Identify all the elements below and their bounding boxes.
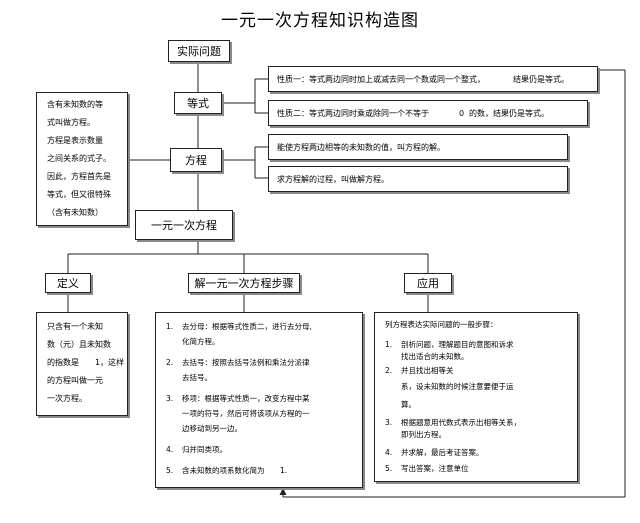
solving-definition-text: 求方程解的过程，叫做解方程。 [277,175,389,184]
equation-note-line: 式叫做方程。 [47,118,95,127]
step-1-line: 去分母：根据等式性质二，进行去分母, [182,322,312,331]
step-3-line: 一项的符号，然后可将该项从方程的一 [182,409,310,418]
definition-line: 一次方程。 [47,394,87,403]
definition-box: 只含有一个未知 数（元）且未知数 的指数是 1，这样 的方程叫做一元 一次方程。 [36,312,128,416]
equation-note-box: 含有未知数的等 式叫做方程。 方程是表示数量 之间关系的式子。 因此，方程首先是… [36,92,128,226]
application-item-5-number: 5. [385,464,393,473]
equation-note-line: （含有未知数） [47,208,103,217]
application-item-1-line: 剖析问题，理解题目的意图和诉求 [401,340,514,349]
property-2-box: 性质二：等式两边同时乘或除同一个不等于 0 的数，结果仍是等式。 [268,100,588,126]
application-item-2-number: 2. [385,366,393,375]
step-5-line: 含未知数的项系数化简为 [182,466,265,475]
solving-definition-box: 求方程解的过程，叫做解方程。 [268,166,568,192]
solving-steps-node: 解一元一次方程步骤 [188,273,300,293]
application-item-1-line: 找出适合的未知数。 [401,352,469,361]
definition-node: 定义 [45,273,91,293]
step-4-number: 4. [166,445,174,454]
application-item-5-line: 写出答案，注意单位 [401,464,469,473]
equality-node: 等式 [174,92,222,114]
application-header: 列方程表达实际问题的一般步骤： [385,320,498,329]
step-2-number: 2. [166,358,174,367]
step-3-line: 移项：根据等式性质一，改变方程中某 [182,394,310,403]
property-1-text: 性质一：等式两边同时加上或减去同一个数或同一个整式， [277,75,485,84]
application-item-3-number: 3. [385,418,393,427]
definition-line: 1，这样 [95,358,125,367]
property-2-result: 的数，结果仍是等式。 [469,109,549,118]
application-item-2-line: 算。 [401,400,416,409]
application-item-1-number: 1. [385,340,393,349]
application-item-3-line: 根据题意用代数式表示出相等关系， [401,418,521,427]
step-3-number: 3. [166,394,174,403]
application-item-4-number: 4. [385,448,393,457]
application-item-2-line: 系，设未知数的时候注意要便于运 [401,382,514,391]
solution-definition-box: 能使方程两边相等的未知数的值，叫方程的解。 [268,134,568,160]
solving-steps-label: 解一元一次方程步骤 [194,277,294,290]
definition-line: 的方程叫做一元 [47,376,103,385]
equation-note-line: 因此，方程首先是 [47,172,111,181]
equation-note-line: 之间关系的式子。 [47,154,111,163]
application-item-4-line: 并求解，最后考证答案。 [401,448,484,457]
step-1-line: 化简方程。 [182,337,220,346]
step-4-line: 归并同类项。 [182,445,227,454]
equality-label: 等式 [187,97,209,110]
solution-definition-text: 能使方程两边相等的未知数的值，叫方程的解。 [277,143,445,152]
equation-note-line: 方程是表示数量 [47,136,103,145]
equation-note-line: 含有未知数的等 [47,100,103,109]
equation-node: 方程 [170,148,222,172]
property-2-text: 性质二：等式两边同时乘或除同一个不等于 [277,109,429,118]
solving-steps-box: 1. 去分母：根据等式性质二，进行去分母, 化简方程。 2. 去括号：按照去括号… [155,312,363,488]
application-item-2-line: 并且找出相等关 [401,366,454,375]
linear-equation-label: 一元一次方程 [151,219,217,232]
diagram-title: 一元一次方程知识构造图 [221,11,419,31]
step-2-line: 去括号。 [182,373,212,382]
application-box: 列方程表达实际问题的一般步骤： 1. 剖析问题，理解题目的意图和诉求 找出适合的… [374,312,578,482]
practical-problem-label: 实际问题 [177,45,221,58]
definition-line: 的指数是 [47,358,79,367]
linear-equation-node: 一元一次方程 [135,210,233,240]
step-1-number: 1. [166,322,174,331]
equation-note-line: 等式，但又很特殊 [47,190,111,199]
application-node: 应用 [404,273,452,293]
step-5-line: 1. [280,466,288,475]
definition-line: 只含有一个未知 [47,322,103,331]
equation-label: 方程 [185,154,207,167]
property-2-zero: 0 [459,109,465,118]
definition-line: 数（元）且未知数 [47,340,111,349]
property-1-result: 结果仍是等式。 [513,75,569,84]
practical-problem-node: 实际问题 [168,40,230,62]
step-3-line: 边移动到另一边。 [182,424,242,433]
step-5-number: 5. [166,466,174,475]
application-item-3-line: 即列出方程。 [401,430,446,439]
definition-label: 定义 [57,277,79,290]
application-label: 应用 [417,277,439,290]
step-2-line: 去括号：按照去括号法例和乘法分派律 [182,358,310,367]
property-1-box: 性质一：等式两边同时加上或减去同一个数或同一个整式， 结果仍是等式。 [268,66,598,92]
